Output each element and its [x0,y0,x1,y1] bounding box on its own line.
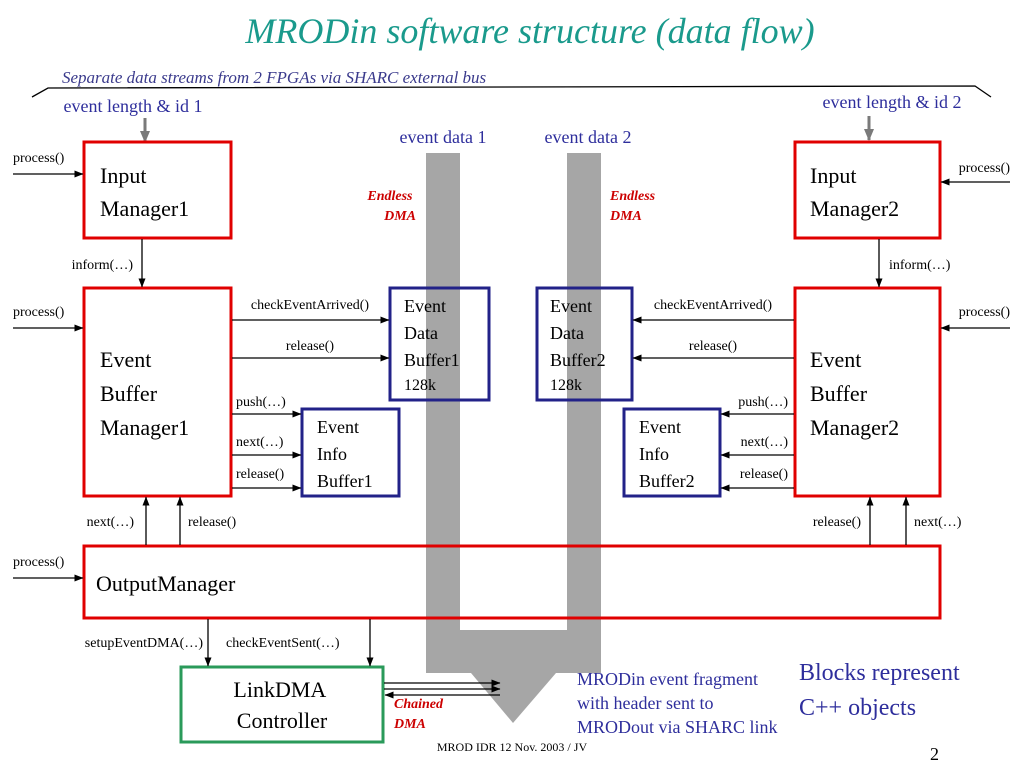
input-manager-2-label: Input Manager2 [810,163,899,221]
call-release-info-2: release() [740,467,789,482]
call-next-output-2: next(…) [914,515,962,530]
label-event-length-1: event length & id 1 [64,96,203,116]
label-event-data-2: event data 2 [545,127,632,147]
call-release-output-2: release() [813,515,862,530]
event-data-buffer-1-label: Event Data Buffer1 128k [404,296,464,394]
note-chained-dma: Chained DMA [393,697,447,732]
page-number: 2 [930,744,939,764]
output-manager-label: OutputManager [96,571,236,596]
footer: MROD IDR 12 Nov. 2003 / JV [437,740,588,754]
note-endless-dma-2: Endless DMA [609,189,659,224]
call-release-data-2: release() [689,339,738,354]
subtitle-bracket [31,85,992,98]
event-data-buffer-1-box [388,286,491,402]
link-dma-controller-box [179,665,385,744]
event-buffer-manager-1-box [82,286,233,498]
call-check-event-sent: checkEventSent(…) [226,636,340,651]
page-title: MRODin software structure (data flow) [244,11,814,51]
call-next-2: next(…) [741,435,789,450]
event-data-buffer-2-label: Event Data Buffer2 128k [550,296,610,394]
call-check-event-arrived-1: checkEventArrived() [251,298,369,313]
call-next-output-1: next(…) [87,515,135,530]
call-release-data-1: release() [286,339,335,354]
call-process-input-manager-2: process() [959,161,1011,176]
event-buffer-manager-1-label: Event Buffer Manager1 [100,347,189,440]
legend-note: Blocks represent C++ objects [799,660,966,721]
event-data-buffer-2-box [535,286,634,402]
label-event-data-1: event data 1 [400,127,487,147]
call-setup-event-dma: setupEventDMA(…) [85,636,204,651]
event-buffer-manager-2-label: Event Buffer Manager2 [810,347,899,440]
event-info-buffer-2-label: Event Info Buffer2 [639,417,695,491]
pipe-event-data-1 [426,153,460,673]
event-buffer-manager-2-box [793,286,942,498]
call-push-2: push(…) [738,395,788,410]
call-process-input-manager-1: process() [13,151,65,166]
call-release-info-1: release() [236,467,285,482]
pipe-output-arrow [471,673,556,723]
output-manager-box [82,544,942,620]
pipe-merge [426,630,601,673]
call-next-1: next(…) [236,435,284,450]
input-manager-2-box [793,140,942,240]
call-push-1: push(…) [236,395,286,410]
call-process-event-buffer-manager-1: process() [13,305,65,320]
call-process-output-manager: process() [13,555,65,570]
note-event-fragment: MRODin event fragment with header sent t… [577,669,778,737]
input-manager-1-box [82,140,233,240]
call-check-event-arrived-2: checkEventArrived() [654,298,772,313]
subtitle: Separate data streams from 2 FPGAs via S… [62,68,487,87]
event-info-buffer-1-box [300,407,401,498]
event-info-buffer-2-box [622,407,722,498]
event-info-buffer-1-label: Event Info Buffer1 [317,417,373,491]
pipe-event-data-2 [567,153,601,630]
call-release-output-1: release() [188,515,237,530]
link-dma-controller-label: LinkDMA Controller [233,677,330,733]
label-event-length-2: event length & id 2 [823,92,962,112]
call-inform-2: inform(…) [889,258,951,273]
input-manager-1-label: Input Manager1 [100,163,189,221]
call-process-event-buffer-manager-2: process() [959,305,1011,320]
note-endless-dma-1: Endless DMA [366,189,416,224]
data-flow-pipe [426,153,601,723]
call-inform-1: inform(…) [72,258,134,273]
